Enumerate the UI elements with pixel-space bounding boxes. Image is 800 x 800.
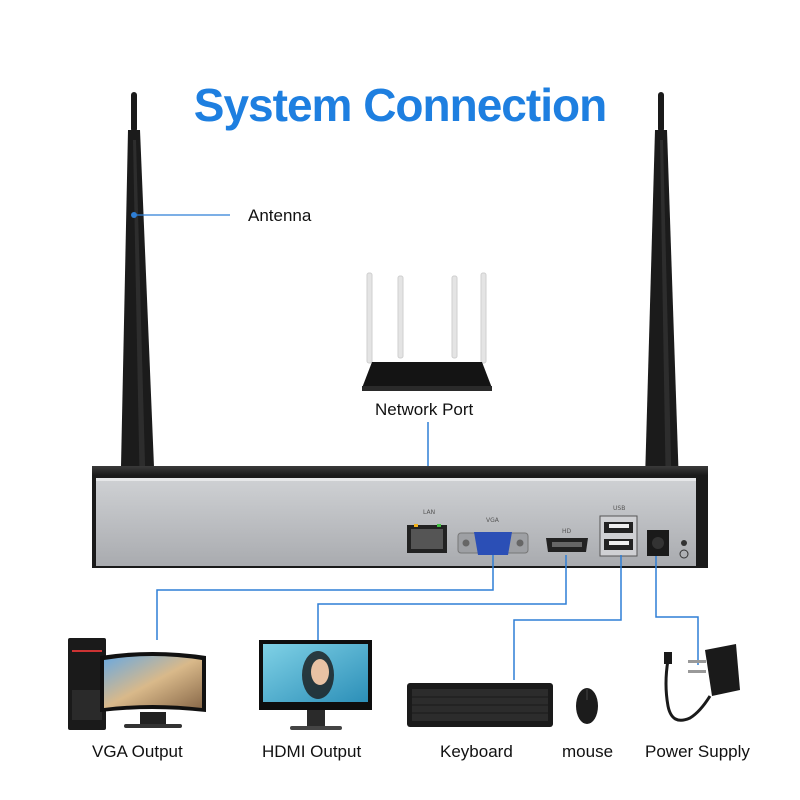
hdmi-port [546, 538, 588, 552]
hdmi-monitor-icon [259, 640, 372, 730]
router-icon [362, 272, 492, 391]
diagram-title: System Connection [193, 79, 607, 131]
vga-port-label: VGA [486, 517, 499, 524]
vga-output-label: VGA Output [92, 742, 183, 761]
mouse-label: mouse [562, 742, 614, 761]
pc-monitor-icon [68, 638, 206, 730]
vga-port [457, 532, 529, 555]
lan-port-label: LAN [423, 509, 436, 516]
usb-port-label: USB [613, 505, 626, 512]
connection-lines [156, 555, 699, 680]
usb-ports [599, 515, 638, 557]
keyboard-label: Keyboard [440, 742, 513, 761]
hd-port-label: HD [562, 528, 572, 535]
antenna-left [120, 92, 156, 515]
keyboard-icon [407, 683, 553, 727]
antenna-label: Antenna [248, 206, 312, 225]
power-port [647, 530, 689, 559]
antenna-right [644, 92, 680, 515]
mouse-icon [576, 688, 598, 724]
power-supply-label: Power Supply [645, 742, 750, 761]
hdmi-output-label: HDMI Output [262, 742, 362, 761]
lan-port [407, 524, 447, 553]
power-adapter-icon [664, 644, 740, 722]
network-port-label: Network Port [375, 400, 474, 419]
